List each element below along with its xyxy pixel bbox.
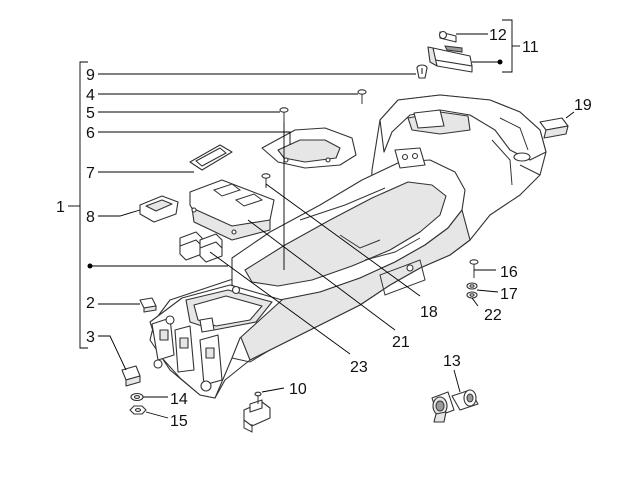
part-22-nut: [466, 291, 478, 299]
callout-15: 15: [170, 413, 188, 430]
part-7-gasket: [189, 144, 233, 171]
callout-2: 2: [86, 295, 95, 312]
part-5-screw: [279, 107, 289, 122]
callout-10: 10: [289, 381, 307, 398]
part-10-bracket: [243, 391, 271, 433]
callout-6: 6: [86, 125, 95, 142]
part-13-socket: [431, 389, 479, 423]
callout-9: 9: [86, 67, 95, 84]
callout-21: 21: [392, 334, 410, 351]
part-2-clip: [139, 297, 157, 313]
part-4-screw: [357, 89, 367, 104]
leader-lines: [68, 19, 575, 419]
part-15-nut: [129, 405, 147, 415]
callout-18: 18: [420, 304, 438, 321]
callout-5: 5: [86, 105, 95, 122]
part-14-washer: [130, 392, 144, 402]
part-16-screw: [469, 259, 479, 278]
callout-3: 3: [86, 329, 95, 346]
callout-4: 4: [86, 87, 95, 104]
callout-13: 13: [443, 353, 461, 370]
callout-labels: 1 2 3 4 5 6 7 8 9 10 11 12 13 14 15 16 1…: [56, 27, 592, 430]
part-17-washer: [466, 282, 478, 290]
callout-11: 11: [522, 39, 539, 56]
helmet-compartment-body: [149, 94, 547, 399]
callout-8: 8: [86, 209, 95, 226]
part-8-small-box: [139, 195, 179, 223]
part-3-clip: [121, 365, 141, 387]
part-12-pin: [438, 30, 457, 43]
part-21-toolbox-cover: [189, 179, 275, 241]
callout-12: 12: [489, 27, 507, 44]
leader-dots: [87, 59, 503, 269]
callout-7: 7: [86, 165, 95, 182]
part-19-tab: [539, 117, 569, 139]
callout-22: 22: [484, 307, 502, 324]
part-clips-pair: [179, 231, 223, 263]
callout-19: 19: [574, 97, 592, 114]
part-6-lid-plate: [261, 127, 357, 169]
callout-1: 1: [56, 199, 65, 216]
part-18-screw: [261, 173, 271, 188]
callout-23: 23: [350, 359, 368, 376]
callout-17: 17: [500, 286, 518, 303]
callout-14: 14: [170, 391, 188, 408]
callout-16: 16: [500, 264, 518, 281]
part-11-latch: [427, 45, 473, 73]
